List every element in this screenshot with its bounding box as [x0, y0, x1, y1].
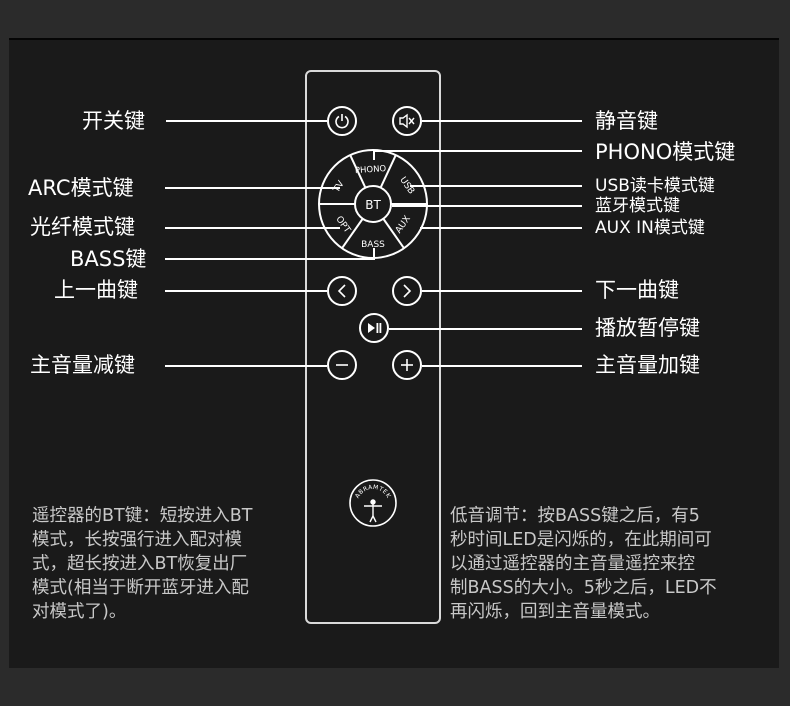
label-arc: ARC模式键 — [28, 176, 134, 200]
label-volume-up: 主音量加键 — [595, 353, 700, 377]
description-line: 模式(相当于断开蓝牙进入配 — [32, 578, 249, 598]
label-optical: 光纤模式键 — [30, 215, 135, 239]
mode-dial: BT PHONO USB AUX BASS OPT TV — [318, 149, 428, 259]
brand-logo: ABRAMTEK — [349, 479, 397, 527]
dial-phono-label[interactable]: PHONO — [355, 164, 387, 176]
leader-line-bt — [392, 205, 582, 207]
leader-line-next — [422, 290, 582, 292]
description-line: 模式，长按强行进入配对模 — [32, 530, 242, 550]
leader-line-bass — [165, 258, 374, 260]
label-aux: AUX IN模式键 — [595, 218, 705, 238]
svg-text:ABRAMTEK: ABRAMTEK — [354, 484, 392, 500]
description-line: 以通过遥控器的主音量遥控来控 — [450, 554, 695, 574]
leader-line-phono — [373, 150, 582, 152]
label-previous: 上一曲键 — [54, 278, 138, 302]
minus-icon — [336, 364, 348, 366]
description-bass-adjust: 低音调节：按BASS键之后，有5 秒时间LED是闪烁的，在此期间可 以通过遥控器… — [450, 504, 717, 624]
label-power: 开关键 — [82, 109, 145, 133]
description-bt-key: 遥控器的BT键：短按进入BT 模式，长按强行进入配对模 式，超长按进入BT恢复出… — [32, 504, 252, 624]
leader-line-arc — [165, 187, 340, 189]
volume-up-button[interactable] — [392, 350, 422, 380]
label-play-pause: 播放暂停键 — [595, 316, 700, 340]
dial-bass-label[interactable]: BASS — [361, 240, 385, 250]
power-icon — [335, 114, 349, 129]
description-line: 秒时间LED是闪烁的，在此期间可 — [450, 530, 712, 550]
label-mute: 静音键 — [595, 109, 658, 133]
chevron-left-icon — [337, 284, 346, 298]
main-panel — [9, 38, 779, 668]
leader-line-usb — [410, 185, 582, 187]
description-line: 低音调节：按BASS键之后，有5 — [450, 506, 700, 526]
leader-line-play-pause — [389, 328, 582, 330]
leader-line-volume-up — [422, 365, 582, 367]
dial-bt-label[interactable]: BT — [365, 198, 381, 212]
description-line: 制BASS的大小。5秒之后，LED不 — [450, 578, 717, 598]
figure-icon — [364, 499, 382, 523]
play-pause-button[interactable] — [359, 313, 389, 343]
description-line: 再闪烁，回到主音量模式。 — [450, 602, 660, 622]
mute-button[interactable] — [392, 106, 422, 136]
leader-line-phono-vertical — [373, 150, 375, 160]
power-button[interactable] — [327, 106, 357, 136]
label-bluetooth: 蓝牙模式键 — [595, 196, 680, 216]
leader-line-optical — [165, 227, 340, 229]
label-usb: USB读卡模式键 — [595, 176, 715, 196]
next-track-button[interactable] — [392, 276, 422, 306]
label-volume-down: 主音量减键 — [30, 353, 135, 377]
description-line: 对模式了)。 — [32, 602, 127, 622]
label-next: 下一曲键 — [595, 278, 679, 302]
mute-icon — [399, 113, 415, 129]
description-line: 式，超长按进入BT恢复出厂 — [32, 554, 248, 574]
chevron-right-icon — [403, 284, 412, 298]
leader-line-power — [166, 120, 327, 122]
leader-line-mute — [422, 120, 582, 122]
volume-down-button[interactable] — [327, 350, 357, 380]
leader-line-volume-down — [165, 365, 327, 367]
dial-aux-label[interactable]: AUX — [394, 214, 413, 235]
remote-control-body — [305, 70, 441, 624]
description-line: 遥控器的BT键：短按进入BT — [32, 506, 253, 526]
leader-line-previous — [165, 290, 327, 292]
label-phono: PHONO模式键 — [595, 140, 736, 164]
leader-line-aux — [420, 227, 582, 229]
label-bass: BASS键 — [70, 247, 147, 271]
previous-track-button[interactable] — [327, 276, 357, 306]
plus-icon — [401, 359, 413, 371]
play-pause-icon — [368, 323, 382, 333]
leader-line-bass-vertical — [373, 248, 375, 260]
dial-opt-label[interactable]: OPT — [333, 215, 352, 236]
